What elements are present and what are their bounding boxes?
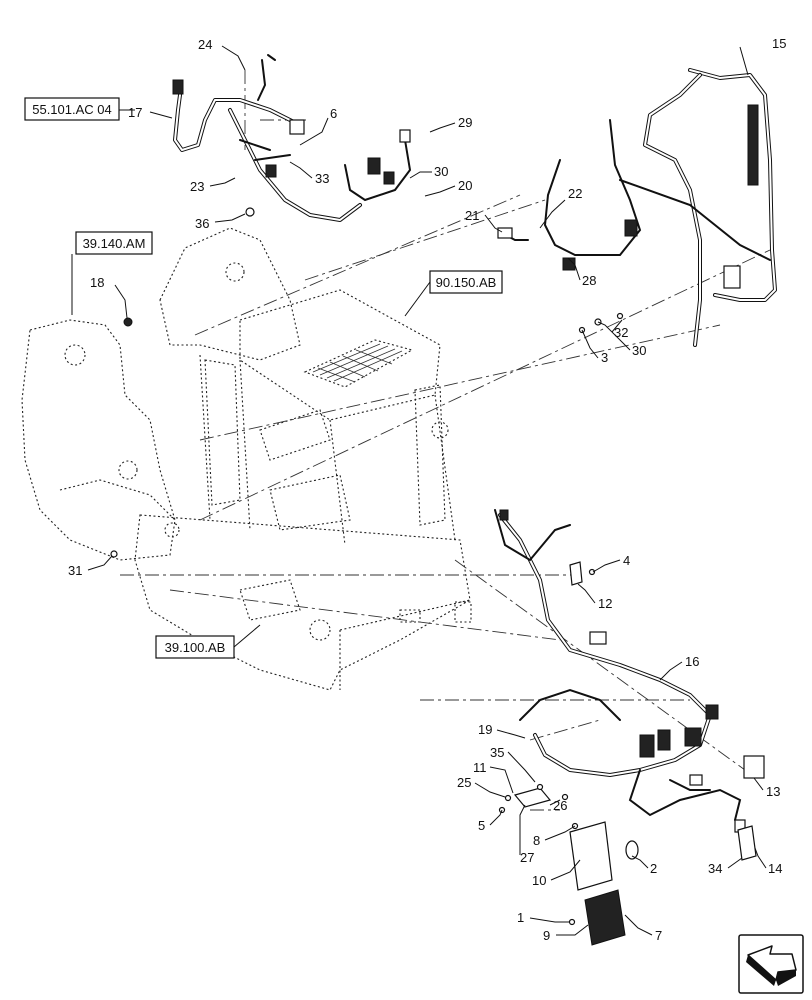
callout-16[interactable]: 16 <box>685 654 699 669</box>
callout-26[interactable]: 26 <box>553 798 567 813</box>
callout-leaders <box>87 45 767 936</box>
callout-9[interactable]: 9 <box>543 928 550 943</box>
callout-14[interactable]: 14 <box>768 861 782 876</box>
callout-27[interactable]: 27 <box>520 850 534 865</box>
callout-22[interactable]: 22 <box>568 186 582 201</box>
arrow-nav-icon[interactable] <box>738 934 804 994</box>
callout-8[interactable]: 8 <box>533 833 540 848</box>
callout-36[interactable]: 36 <box>195 216 209 231</box>
callout-1[interactable]: 1 <box>517 910 524 925</box>
callout-20[interactable]: 20 <box>458 178 472 193</box>
ref-leaders <box>71 109 431 648</box>
callout-numbers: 17 24 6 29 30 20 23 33 36 18 15 22 21 28… <box>68 36 786 943</box>
ref-box-55-101-ac-04[interactable]: 55.101.AC 04 <box>24 97 120 121</box>
callout-13[interactable]: 13 <box>766 784 780 799</box>
callout-32[interactable]: 32 <box>614 325 628 340</box>
machine-frame <box>21 227 472 691</box>
main-harness <box>494 509 746 833</box>
ref-box-90-150-ab[interactable]: 90.150.AB <box>429 270 503 294</box>
callout-33[interactable]: 33 <box>315 171 329 186</box>
top-right-harness <box>497 68 777 347</box>
callout-30-top[interactable]: 30 <box>434 164 448 179</box>
callout-18[interactable]: 18 <box>90 275 104 290</box>
callout-30-right[interactable]: 30 <box>632 343 646 358</box>
callout-12[interactable]: 12 <box>598 596 612 611</box>
svg-text:55.101.AC 04: 55.101.AC 04 <box>32 102 112 117</box>
ref-box-39-100-ab[interactable]: 39.100.AB <box>155 635 235 659</box>
roof-mesh-panel <box>303 339 414 388</box>
callout-4[interactable]: 4 <box>623 553 630 568</box>
callout-15[interactable]: 15 <box>772 36 786 51</box>
callout-10[interactable]: 10 <box>532 873 546 888</box>
callout-24[interactable]: 24 <box>198 37 212 52</box>
callout-5[interactable]: 5 <box>478 818 485 833</box>
callout-3[interactable]: 3 <box>601 350 608 365</box>
top-left-harness <box>172 54 412 222</box>
svg-text:39.140.AM: 39.140.AM <box>83 236 146 251</box>
callout-19[interactable]: 19 <box>478 722 492 737</box>
ref-box-39-140-am[interactable]: 39.140.AM <box>75 231 153 255</box>
svg-text:39.100.AB: 39.100.AB <box>165 640 226 655</box>
callout-23[interactable]: 23 <box>190 179 204 194</box>
callout-35[interactable]: 35 <box>490 745 504 760</box>
callout-34[interactable]: 34 <box>708 861 722 876</box>
callout-7[interactable]: 7 <box>655 928 662 943</box>
callout-31[interactable]: 31 <box>68 563 82 578</box>
callout-6[interactable]: 6 <box>330 106 337 121</box>
lower-parts <box>110 317 765 946</box>
projection-lines <box>120 70 771 811</box>
callout-11[interactable]: 11 <box>473 760 487 775</box>
callout-25[interactable]: 25 <box>457 775 471 790</box>
callout-21[interactable]: 21 <box>465 208 479 223</box>
callout-2[interactable]: 2 <box>650 861 657 876</box>
callout-28[interactable]: 28 <box>582 273 596 288</box>
callout-17[interactable]: 17 <box>128 105 142 120</box>
callout-29[interactable]: 29 <box>458 115 472 130</box>
svg-text:90.150.AB: 90.150.AB <box>436 275 497 290</box>
